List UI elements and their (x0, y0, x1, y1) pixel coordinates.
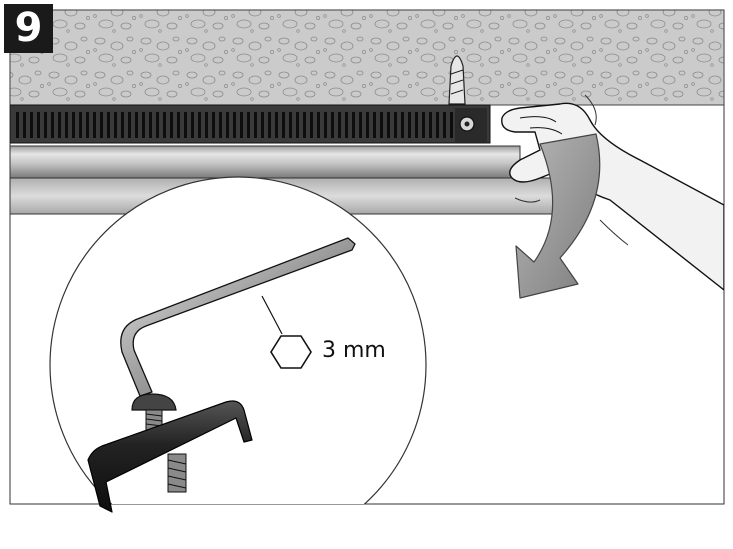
grille-slot (142, 112, 145, 138)
grille-slot (212, 112, 215, 138)
grille-slot (373, 112, 376, 138)
grille-slot (331, 112, 334, 138)
zoom-detail (49, 176, 427, 504)
grille-slot (65, 112, 68, 138)
grille-slot (380, 112, 383, 138)
grille-slot (352, 112, 355, 138)
grille-slot (429, 112, 432, 138)
step-number-badge: 9 (4, 4, 53, 53)
grille-slot (436, 112, 439, 138)
grille-slot (324, 112, 327, 138)
grille-slot (135, 112, 138, 138)
grille-slot (338, 112, 341, 138)
grille-slot (156, 112, 159, 138)
grille-slot (387, 112, 390, 138)
grille-slot (58, 112, 61, 138)
grille-slot (268, 112, 271, 138)
stone-wall (10, 10, 724, 106)
grille-slot (401, 112, 404, 138)
grille-slot (30, 112, 33, 138)
grille-slot (86, 112, 89, 138)
grille-slot (233, 112, 236, 138)
grille-slot (443, 112, 446, 138)
grille-slot (79, 112, 82, 138)
grille-slot (205, 112, 208, 138)
grille-slot (170, 112, 173, 138)
wall-anchor-icon (448, 55, 466, 105)
grille-slot (289, 112, 292, 138)
grille-slot (44, 112, 47, 138)
grille-slot (303, 112, 306, 138)
grille-slot (128, 112, 131, 138)
grille-slot (93, 112, 96, 138)
screw-icon (131, 393, 187, 493)
hexagon-icon (270, 335, 312, 369)
grille-slot (72, 112, 75, 138)
grille-slot (23, 112, 26, 138)
grille-slot (408, 112, 411, 138)
grille-slot (37, 112, 40, 138)
grille-slot (240, 112, 243, 138)
tool-size-label: 3 mm (322, 338, 386, 363)
grille-slot (163, 112, 166, 138)
grille-slot (100, 112, 103, 138)
grille-slot (296, 112, 299, 138)
detail-content (87, 237, 356, 513)
grille-slot (149, 112, 152, 138)
grille-slot (422, 112, 425, 138)
rotate-arrow-icon (515, 133, 601, 299)
grille-slot (51, 112, 54, 138)
grille-slot (114, 112, 117, 138)
grille-slot (226, 112, 229, 138)
grille-slot (177, 112, 180, 138)
grille-slot (198, 112, 201, 138)
grille-slot (394, 112, 397, 138)
grille-slot (254, 112, 257, 138)
grille-slot (247, 112, 250, 138)
grille-slot (184, 112, 187, 138)
grille-slot (415, 112, 418, 138)
grille-slot (282, 112, 285, 138)
grille-slot (345, 112, 348, 138)
grille-slot (219, 112, 222, 138)
grille-slot (16, 112, 19, 138)
grille-slot (121, 112, 124, 138)
grille-slot (359, 112, 362, 138)
grille-slot (261, 112, 264, 138)
grille-slot (317, 112, 320, 138)
grille-slot (310, 112, 313, 138)
grille-slot (107, 112, 110, 138)
grille-slot (450, 112, 453, 138)
grille-slot (191, 112, 194, 138)
grille-slot (366, 112, 369, 138)
grille-slot (275, 112, 278, 138)
mounting-bracket (87, 400, 253, 513)
